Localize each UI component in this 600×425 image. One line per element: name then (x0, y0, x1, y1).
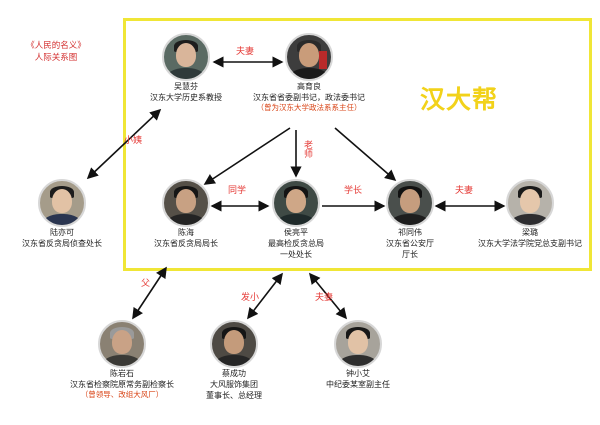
portrait-wu (162, 33, 210, 81)
person-name: 侯亮平 (284, 228, 308, 237)
person-role: 汉东省反贪局侦查处长 (22, 239, 102, 248)
person-role: 一处处长 (280, 250, 312, 259)
person-name: 梁璐 (522, 228, 538, 237)
title-line-1: 《人民的名义》 (26, 41, 86, 51)
portrait-cai (210, 320, 258, 368)
edge-hou-cai (247, 272, 283, 320)
person-node-qi[interactable]: 祁同伟 汉东省公安厅 厅长 (386, 179, 434, 260)
person-note: （曾为汉东大学政法系系主任） (256, 103, 362, 112)
person-name: 陆亦可 (50, 228, 74, 237)
person-role: 汉东省公安厅 (386, 239, 434, 248)
edge-gao-chen (203, 127, 291, 185)
diagram-title: 《人民的名义》 人际关系图 (6, 40, 106, 64)
person-role: 汉东大学法学院党总支副书记 (478, 239, 582, 248)
relation-label-hou-cai: 发小 (241, 293, 260, 303)
person-name: 祁同伟 (398, 228, 422, 237)
person-role: 中纪委某室副主任 (326, 380, 390, 389)
person-node-hou[interactable]: 侯亮平 最高检反贪总局 一处处长 (268, 179, 324, 260)
person-note: （曾领导、改组大风厂） (80, 390, 164, 399)
portrait-liang (506, 179, 554, 227)
person-name: 高育良 (297, 82, 321, 91)
person-name: 吴慧芬 (174, 82, 198, 91)
relation-label-wu-gao: 夫妻 (236, 47, 255, 57)
person-role: 汉东省省委副书记，政法委书记 (253, 93, 365, 102)
person-name: 蔡成功 (222, 369, 246, 378)
person-role: 厅长 (402, 250, 418, 259)
portrait-chenys (98, 320, 146, 368)
person-node-lu[interactable]: 陆亦可 汉东省反贪局侦查处长 (22, 179, 102, 249)
person-role: 大风服饰集团 (210, 380, 258, 389)
person-node-wu[interactable]: 吴慧芬 汉东大学历史系教授 (150, 33, 222, 103)
person-node-cai[interactable]: 蔡成功 大风服饰集团 董事长、总经理 (206, 320, 262, 401)
portrait-zhong (334, 320, 382, 368)
person-node-chen[interactable]: 陈海 汉东省反贪局局长 (154, 179, 218, 249)
person-node-chenys[interactable]: 陈岩石 汉东省检察院原常务副检察长 （曾领导、改组大风厂） (70, 320, 174, 400)
title-line-2: 人际关系图 (34, 53, 78, 63)
person-role: 汉东省反贪局局长 (154, 239, 218, 248)
person-role: 汉东省检察院原常务副检察长 (70, 380, 174, 389)
relation-label-hou-qi: 学长 (344, 186, 363, 196)
portrait-gao (285, 33, 333, 81)
edge-wu-lu (86, 108, 162, 180)
person-node-liang[interactable]: 梁璐 汉东大学法学院党总支副书记 (478, 179, 582, 249)
relation-label-chen-hou: 同学 (228, 186, 247, 196)
person-name: 陈海 (178, 228, 194, 237)
person-name: 陈岩石 (110, 369, 134, 378)
relation-label-hou-zhong: 夫妻 (315, 293, 334, 303)
person-node-gao[interactable]: 高育良 汉东省省委副书记，政法委书记 （曾为汉东大学政法系系主任） (253, 33, 365, 113)
portrait-hou (272, 179, 320, 227)
edge-chen-chenys (132, 266, 167, 320)
relation-label-chen-chenys: 父 (141, 279, 151, 289)
faction-label: 汉大帮 (420, 85, 499, 114)
portrait-lu (38, 179, 86, 227)
relation-label-wu-lu: 小姨 (124, 136, 143, 146)
person-role: 最高检反贪总局 (268, 239, 324, 248)
portrait-qi (386, 179, 434, 227)
edge-gao-qi (334, 127, 397, 182)
edge-hou-zhong (308, 272, 348, 320)
person-role: 汉东大学历史系教授 (150, 93, 222, 102)
person-name: 钟小艾 (346, 369, 370, 378)
portrait-chen (162, 179, 210, 227)
relation-label-gao-hou: 老师 (302, 140, 312, 158)
person-node-zhong[interactable]: 钟小艾 中纪委某室副主任 (326, 320, 390, 390)
person-role: 董事长、总经理 (206, 391, 262, 400)
relation-label-qi-liang: 夫妻 (455, 186, 474, 196)
